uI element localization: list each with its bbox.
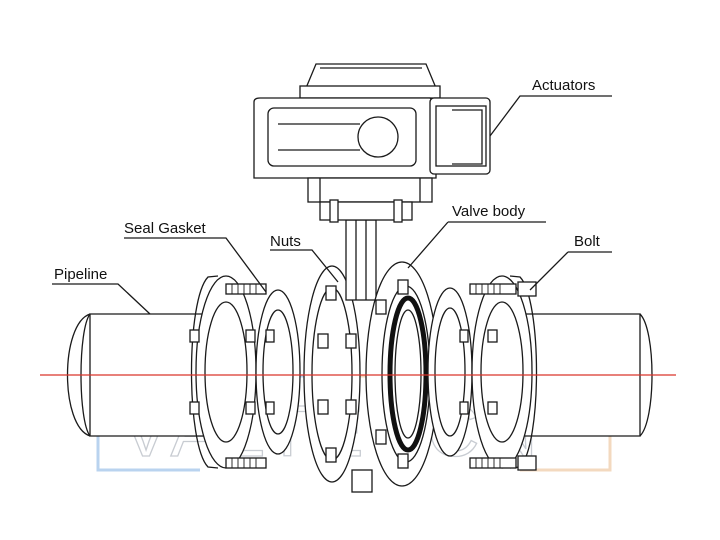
bolt <box>225 283 267 295</box>
leader-lines <box>52 95 612 315</box>
valve-body-left-flange <box>303 265 361 483</box>
nut <box>189 329 200 343</box>
leader-actuators <box>489 95 612 137</box>
label-valve-body: Valve body <box>452 203 526 220</box>
bolt <box>225 457 267 469</box>
bolt <box>469 455 537 471</box>
leader-valve-body <box>407 221 546 269</box>
valve-stem <box>345 219 377 493</box>
actuator <box>253 63 491 223</box>
leader-pipeline <box>52 283 151 315</box>
nut <box>189 401 200 415</box>
label-seal-gasket: Seal Gasket <box>124 220 207 237</box>
label-nuts: Nuts <box>270 233 301 250</box>
right-bolts <box>469 281 537 471</box>
nut <box>245 329 256 343</box>
leader-nuts <box>270 249 339 283</box>
bolt <box>469 281 537 297</box>
valve-body <box>365 261 439 487</box>
leader-seal-gasket <box>124 237 267 293</box>
leader-bolt <box>529 251 612 291</box>
label-pipeline: Pipeline <box>54 266 107 283</box>
label-bolt: Bolt <box>574 233 601 250</box>
left-seal-gasket <box>255 289 301 455</box>
nut <box>245 401 256 415</box>
right-seal-gasket <box>427 287 473 457</box>
label-actuators: Actuators <box>532 77 595 94</box>
left-bolts <box>189 283 267 469</box>
